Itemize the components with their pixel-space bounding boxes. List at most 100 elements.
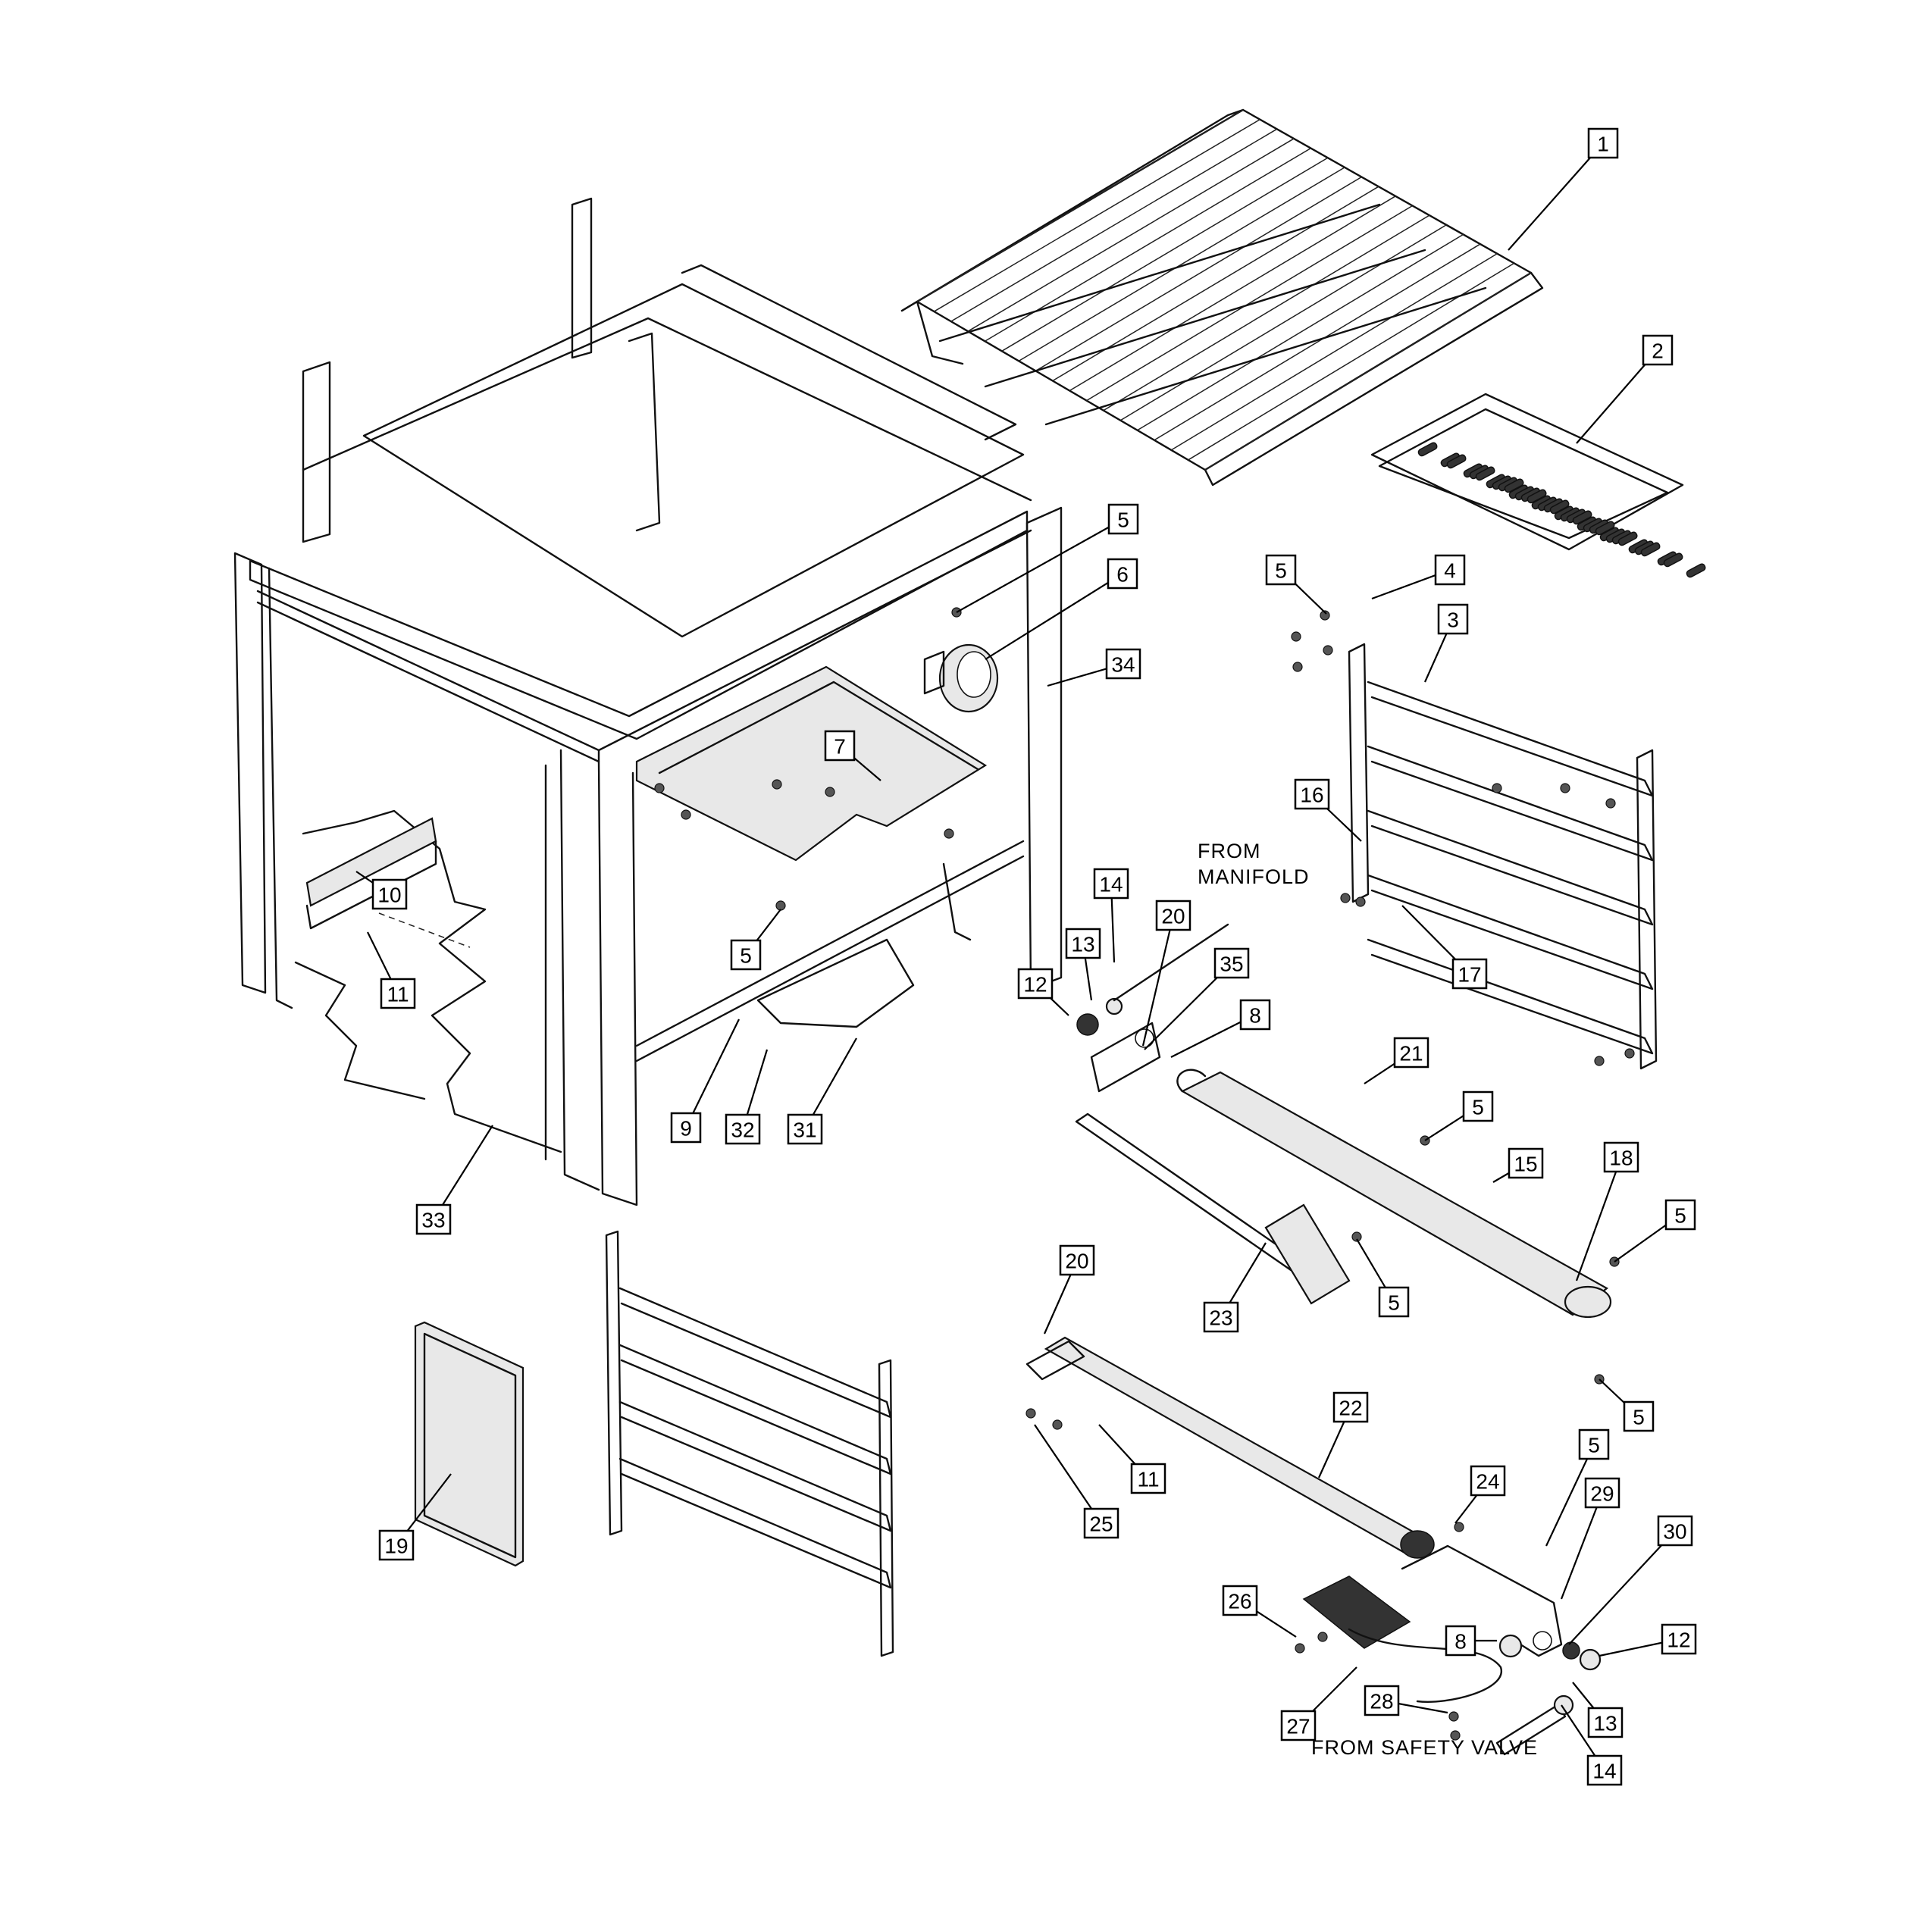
orifice-fitting-upper (1076, 923, 1229, 1093)
callout-number: 26 (1228, 1590, 1251, 1613)
callout-8: 8 (1239, 999, 1271, 1031)
callout-number: 5 (740, 944, 752, 968)
callout-20: 20 (1155, 900, 1191, 931)
pan-slot (1595, 521, 1615, 536)
callout-32: 32 (725, 1113, 761, 1145)
screw (1594, 1056, 1605, 1066)
support-rung (1367, 874, 1654, 990)
callout-number: 25 (1089, 1513, 1113, 1536)
callout-number: 1 (1597, 133, 1609, 156)
pan-slot (1686, 563, 1706, 578)
callout-number: 7 (834, 735, 846, 759)
leader-line (1545, 1444, 1595, 1547)
support-rung (1367, 745, 1654, 862)
rack-wire (1035, 176, 1362, 372)
rack-wire (1204, 272, 1532, 471)
callout-31: 31 (787, 1113, 823, 1145)
callout-6: 6 (1107, 558, 1138, 590)
pan-slot (1572, 510, 1592, 525)
callout-5: 5 (1578, 1428, 1610, 1460)
callout-7: 7 (824, 730, 856, 762)
leader-line (1560, 1492, 1604, 1600)
rack-wire (1069, 196, 1396, 392)
screw (775, 900, 786, 911)
rack-wire (933, 119, 1260, 312)
callout-16: 16 (1294, 778, 1330, 810)
screw (1450, 1730, 1461, 1741)
callout-number: 3 (1447, 609, 1459, 632)
screw (1291, 631, 1301, 642)
support-rung (1367, 681, 1654, 797)
screw (1448, 1711, 1459, 1722)
screw (772, 779, 782, 790)
pan-slot (1549, 499, 1570, 515)
rack-wire (1086, 205, 1413, 402)
callout-number: 5 (1117, 508, 1129, 532)
callout-number: 33 (421, 1209, 445, 1232)
callout-number: 6 (1116, 563, 1129, 587)
callout-24: 24 (1470, 1465, 1506, 1497)
leader-line (1576, 349, 1658, 444)
callout-9: 9 (670, 1112, 702, 1144)
callout-number: 2 (1652, 340, 1664, 363)
leader-lines (355, 142, 1681, 1771)
igniter-upper-part (1075, 1112, 1351, 1305)
rack-wire (1018, 167, 1345, 361)
callout-number: 35 (1220, 953, 1243, 976)
rack-wire (1052, 186, 1379, 382)
pan-slot (1526, 489, 1547, 504)
rack-wire (967, 138, 1295, 332)
pan-slot (1663, 552, 1683, 568)
screw (1605, 798, 1616, 809)
callout-number: 27 (1286, 1715, 1310, 1738)
callout-19: 19 (378, 1529, 415, 1561)
callout-4: 4 (1434, 554, 1466, 586)
leader-line (1141, 915, 1175, 1047)
callout-28: 28 (1364, 1685, 1400, 1716)
oven-frame-part (233, 197, 1063, 1206)
screw (681, 809, 691, 820)
callout-11: 11 (1130, 1463, 1166, 1494)
callout-number: 5 (1674, 1204, 1686, 1228)
door-panel-part (414, 1321, 524, 1567)
callout-5: 5 (730, 939, 762, 971)
note-text: FROM SAFETY VALVE (1311, 1736, 1538, 1759)
support-rung (618, 1344, 892, 1475)
rack-support-right (1348, 643, 1658, 1070)
callout-11: 11 (380, 978, 416, 1009)
callout-number: 13 (1593, 1712, 1617, 1735)
callout-34: 34 (1105, 648, 1141, 680)
rack-wire (1119, 224, 1447, 421)
screw (1320, 610, 1330, 621)
callout-23: 23 (1203, 1301, 1239, 1333)
callout-5: 5 (1107, 503, 1139, 535)
callout-number: 16 (1300, 784, 1323, 807)
pan-slot (1504, 478, 1524, 493)
screw (1454, 1522, 1464, 1532)
callout-number: 8 (1454, 1630, 1467, 1654)
screw (825, 787, 835, 797)
rack-wire (916, 109, 1244, 302)
leader-line (685, 1019, 740, 1128)
callout-number: 5 (1588, 1434, 1600, 1457)
callout-13: 13 (1065, 928, 1101, 959)
callout-number: 5 (1633, 1406, 1645, 1429)
rack-wire (1188, 262, 1515, 461)
screw (1351, 1231, 1362, 1242)
callout-number: 9 (680, 1117, 692, 1141)
callout-number: 22 (1339, 1397, 1362, 1420)
callout-number: 5 (1275, 559, 1287, 583)
callout-35: 35 (1213, 947, 1250, 979)
callout-number: 29 (1590, 1482, 1614, 1506)
bracket-part (1401, 1544, 1563, 1657)
callout-12: 12 (1661, 1623, 1697, 1655)
callout-number: 14 (1099, 873, 1123, 896)
support-rung (618, 1400, 892, 1532)
callout-number: 20 (1161, 905, 1185, 928)
rack-wire (1103, 214, 1430, 411)
pan-slot (1417, 442, 1438, 457)
screw (1295, 1643, 1305, 1654)
callout-20: 20 (1059, 1244, 1095, 1276)
callout-number: 5 (1472, 1096, 1484, 1119)
